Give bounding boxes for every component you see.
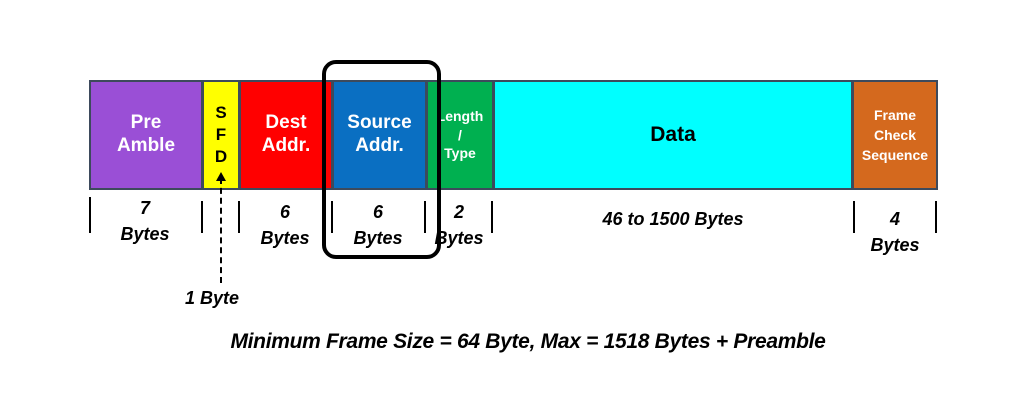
size-tick bbox=[935, 201, 937, 233]
size-length-value: 2 bbox=[453, 202, 464, 222]
field-fcs-line2: Check bbox=[873, 126, 916, 143]
size-fcs-unit: Bytes bbox=[870, 235, 920, 256]
sfd-size-label: 1 Byte bbox=[185, 288, 240, 308]
field-length-line2: / bbox=[458, 126, 462, 143]
field-source-line2: Addr. bbox=[355, 135, 404, 156]
field-fcs-line1: Frame bbox=[873, 106, 916, 123]
size-fcs-value: 4 bbox=[889, 209, 900, 229]
size-label-data: 46 to 1500 Bytes bbox=[493, 206, 853, 232]
field-sfd-line1: S bbox=[215, 102, 227, 122]
field-preamble: Pre Amble bbox=[89, 80, 203, 190]
frame-size-caption: Minimum Frame Size = 64 Byte, Max = 1518… bbox=[230, 330, 826, 353]
source-addr-highlight bbox=[322, 60, 441, 259]
size-tick bbox=[201, 201, 203, 233]
field-sfd: S F D bbox=[202, 80, 240, 190]
field-source-line1: Source bbox=[347, 112, 412, 134]
sfd-arrow-head-icon bbox=[216, 172, 226, 181]
size-data-value: 46 to 1500 Bytes bbox=[602, 209, 744, 229]
field-data-label: Data bbox=[650, 123, 696, 147]
field-length-line3: Type bbox=[444, 145, 476, 162]
field-data: Data bbox=[493, 80, 853, 190]
size-label-length: 2 Bytes bbox=[428, 199, 490, 251]
size-tick bbox=[424, 201, 426, 233]
size-preamble-unit: Bytes bbox=[120, 224, 170, 245]
size-dest-value: 6 bbox=[279, 202, 290, 222]
size-dest-unit: Bytes bbox=[260, 228, 310, 249]
field-preamble-line1: Pre bbox=[130, 112, 162, 134]
size-tick bbox=[238, 201, 240, 233]
field-sfd-line2: F bbox=[215, 124, 227, 144]
size-label-dest: 6 Bytes bbox=[242, 199, 328, 251]
size-preamble-value: 7 bbox=[139, 198, 150, 218]
field-dest-line1: Dest bbox=[265, 112, 307, 134]
size-tick bbox=[491, 201, 493, 233]
field-frame-check-sequence: Frame Check Sequence bbox=[852, 80, 938, 190]
size-tick bbox=[853, 201, 855, 233]
size-source-value: 6 bbox=[372, 202, 383, 222]
size-length-unit: Bytes bbox=[434, 228, 484, 249]
size-source-unit: Bytes bbox=[353, 228, 403, 249]
field-length-line1: Length bbox=[436, 107, 484, 124]
size-label-source: 6 Bytes bbox=[335, 199, 421, 251]
size-label-fcs: 4 Bytes bbox=[855, 206, 935, 258]
field-dest-addr: Dest Addr. bbox=[239, 80, 333, 190]
field-sfd-line3: D bbox=[214, 147, 228, 167]
sfd-arrow-line bbox=[220, 178, 222, 283]
size-tick bbox=[331, 201, 333, 233]
field-fcs-line3: Sequence bbox=[861, 147, 929, 164]
field-preamble-line2: Amble bbox=[116, 135, 176, 156]
size-tick bbox=[89, 197, 91, 233]
size-label-preamble: 7 Bytes bbox=[95, 195, 195, 247]
field-dest-line2: Addr. bbox=[261, 135, 311, 156]
